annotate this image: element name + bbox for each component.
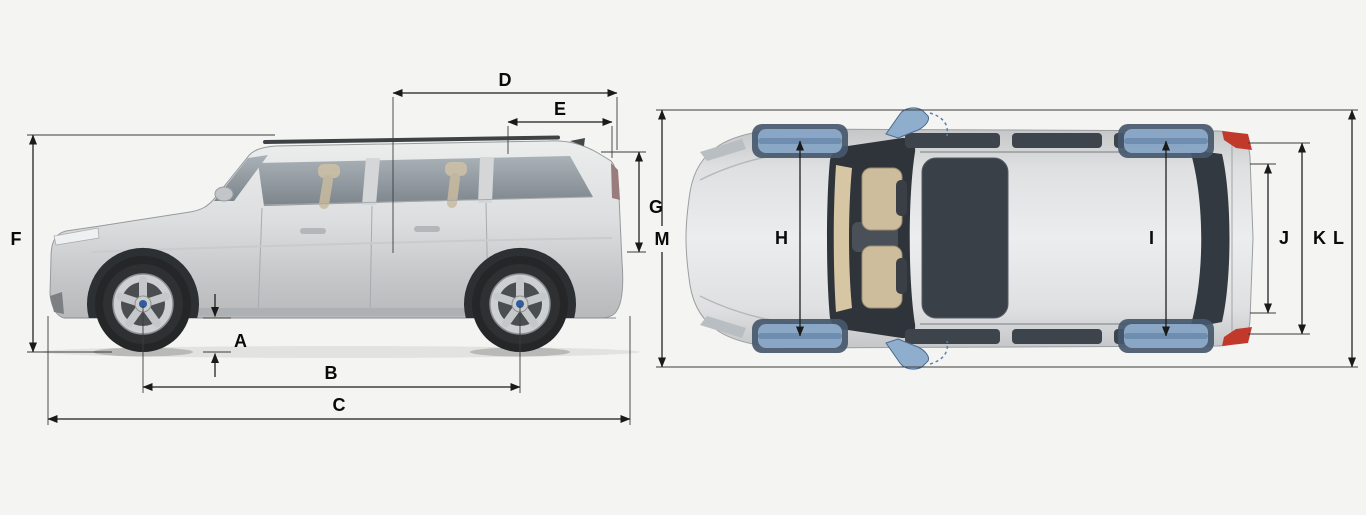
beltline-trim xyxy=(263,196,593,206)
dimension-G: G xyxy=(601,151,663,253)
roof-rail xyxy=(263,135,560,144)
rear-window xyxy=(1190,150,1230,328)
dimension-E: E xyxy=(507,99,613,158)
character-line xyxy=(91,237,613,253)
headlight xyxy=(53,227,100,246)
door-handle-rear xyxy=(414,226,440,232)
side-glass xyxy=(258,156,593,206)
dimension-label-i: I xyxy=(1149,228,1154,248)
dimension-label-c: C xyxy=(333,395,346,415)
sunroof-panel xyxy=(921,157,1009,319)
interior-seats-hint xyxy=(318,162,467,209)
front-light-bottom xyxy=(700,316,746,338)
dimension-I: I xyxy=(1149,140,1170,337)
dimension-label-l: L xyxy=(1333,228,1344,248)
taillight-side xyxy=(611,163,620,200)
antenna-fin xyxy=(570,138,585,146)
dimension-label-j: J xyxy=(1279,228,1289,248)
side-mirror xyxy=(214,186,234,202)
dimension-label-g: G xyxy=(649,197,663,217)
dimension-B: B xyxy=(142,306,521,393)
dimension-label-d: D xyxy=(499,70,512,90)
rocker-trim xyxy=(196,308,466,316)
dimension-L: L xyxy=(1333,109,1356,368)
door-handle-front xyxy=(300,228,326,234)
taillight-top xyxy=(1222,131,1252,150)
dimension-C: C xyxy=(47,316,631,425)
taillight-bottom xyxy=(1222,327,1252,346)
dimension-D: D xyxy=(392,70,618,253)
dimension-F: F xyxy=(11,134,275,353)
dimension-label-m: M xyxy=(655,229,670,249)
ground-shadow xyxy=(40,346,640,358)
front-bumper-intake xyxy=(50,292,64,314)
front-light-top xyxy=(700,139,746,161)
interior-top-view xyxy=(833,165,907,312)
dashboard xyxy=(833,165,852,312)
dimension-K: K xyxy=(1248,142,1326,335)
dimension-label-h: H xyxy=(775,228,788,248)
top-view-extension-lines xyxy=(656,109,1358,368)
dimension-label-k: K xyxy=(1313,228,1326,248)
dimension-label-f: F xyxy=(11,229,22,249)
dimension-M: M xyxy=(655,109,670,368)
dimension-J: J xyxy=(1250,163,1289,314)
dimension-H: H xyxy=(775,140,804,337)
dimension-A: A xyxy=(203,294,247,377)
dimension-label-e: E xyxy=(554,99,566,119)
b-pillar xyxy=(362,158,380,205)
headrest-right xyxy=(896,258,907,294)
headrest-left xyxy=(896,180,907,216)
dimension-label-b: B xyxy=(325,363,338,383)
c-pillar xyxy=(478,157,494,203)
suv-top-view xyxy=(685,107,1254,370)
dimension-label-a: A xyxy=(234,331,247,351)
suv-side-view xyxy=(40,135,640,358)
